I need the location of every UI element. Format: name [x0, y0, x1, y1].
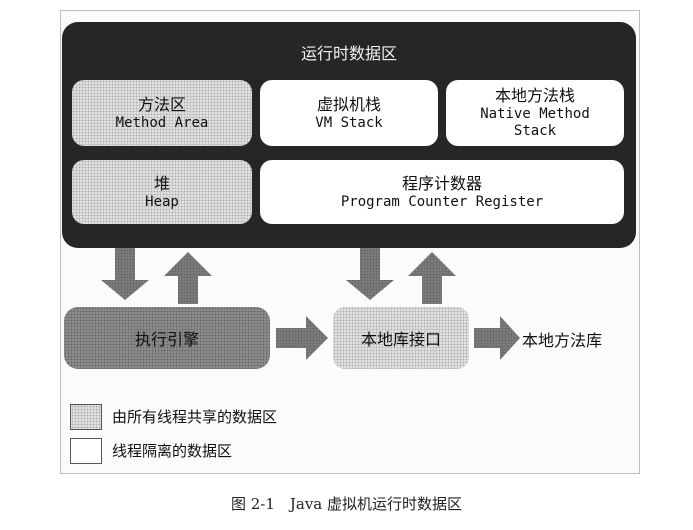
- heap-en: Heap: [145, 193, 179, 210]
- vm-stack-cn: 虚拟机栈: [316, 94, 381, 114]
- execution-engine-label: 执行引擎: [134, 330, 199, 349]
- arrow-down-to-interface: [346, 248, 394, 300]
- method-area-en: Method Area: [115, 114, 209, 131]
- arrow-down-to-engine: [101, 248, 149, 300]
- legend-isolated-text: 线程隔离的数据区: [112, 442, 233, 460]
- native-library-label: 本地方法库: [522, 331, 603, 350]
- figure-caption: 图 2-1 Java 虚拟机运行时数据区: [230, 495, 463, 513]
- heap-cn: 堆: [153, 173, 170, 193]
- arrow-interface-to-library: [474, 316, 520, 360]
- arrow-up-from-engine: [164, 252, 212, 304]
- program-counter-register-box: 程序计数器 Program Counter Register: [260, 160, 624, 224]
- pc-register-en: Program Counter Register: [340, 193, 544, 210]
- native-stack-en-line1: Native Method: [480, 106, 590, 122]
- legend-isolated-swatch: [70, 438, 102, 464]
- legend-shared-text: 由所有线程共享的数据区: [112, 408, 278, 426]
- vm-stack-en: VM Stack: [315, 114, 383, 131]
- execution-engine-box: 执行引擎: [64, 307, 270, 369]
- arrow-engine-to-interface: [276, 316, 328, 360]
- vm-stack-box: 虚拟机栈 VM Stack: [260, 80, 438, 146]
- arrow-up-from-interface: [408, 252, 456, 304]
- native-method-stack-box: 本地方法栈 Native Method Stack: [446, 80, 624, 146]
- native-stack-en-line2: Stack: [513, 123, 557, 139]
- legend-shared-swatch: [70, 404, 102, 430]
- native-interface-label: 本地库接口: [360, 330, 441, 349]
- method-area-box: 方法区 Method Area: [72, 80, 252, 146]
- heap-box: 堆 Heap: [72, 160, 252, 224]
- runtime-data-area-title: 运行时数据区: [300, 44, 397, 63]
- native-interface-box: 本地库接口: [333, 307, 469, 369]
- method-area-cn: 方法区: [137, 94, 186, 114]
- pc-register-cn: 程序计数器: [401, 173, 482, 193]
- native-stack-cn: 本地方法栈: [494, 86, 575, 105]
